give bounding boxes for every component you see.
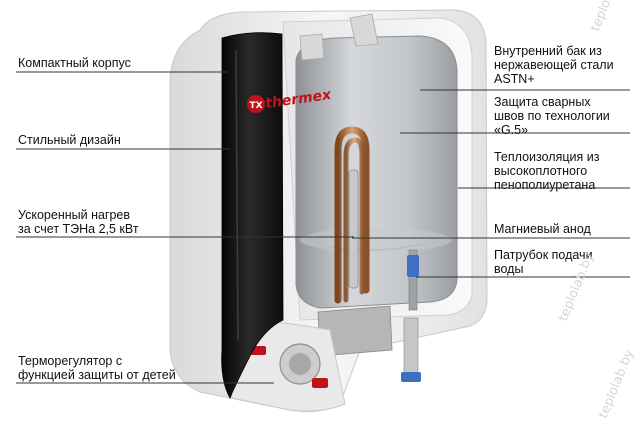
callout-stylish-design: Стильный дизайн <box>18 133 121 147</box>
callout-inlet-pipe: Патрубок подачи воды <box>494 248 593 276</box>
callout-anode: Магниевый анод <box>494 222 591 236</box>
svg-text:TX: TX <box>249 101 262 111</box>
magnesium-anode <box>348 169 359 289</box>
callout-thermostat: Терморегулятор с функцией защиты от дете… <box>18 354 176 382</box>
inner-tank <box>295 35 458 309</box>
heating-element <box>334 126 370 304</box>
callout-compact-body: Компактный корпус <box>18 56 131 70</box>
callout-insulation: Теплоизоляция из высокоплотного пенополи… <box>494 150 600 192</box>
callout-inner-tank: Внутренний бак из нержавеющей стали ASTN… <box>494 44 614 86</box>
inlet-pipe <box>408 249 418 311</box>
callout-fast-heating: Ускоренный нагрев за счет ТЭНа 2,5 кВт <box>18 208 139 236</box>
leader-lines <box>16 71 630 384</box>
outlet-pipe <box>403 317 419 381</box>
callout-weld-protection: Защита сварных швов по технологии «G.5» <box>494 95 610 137</box>
